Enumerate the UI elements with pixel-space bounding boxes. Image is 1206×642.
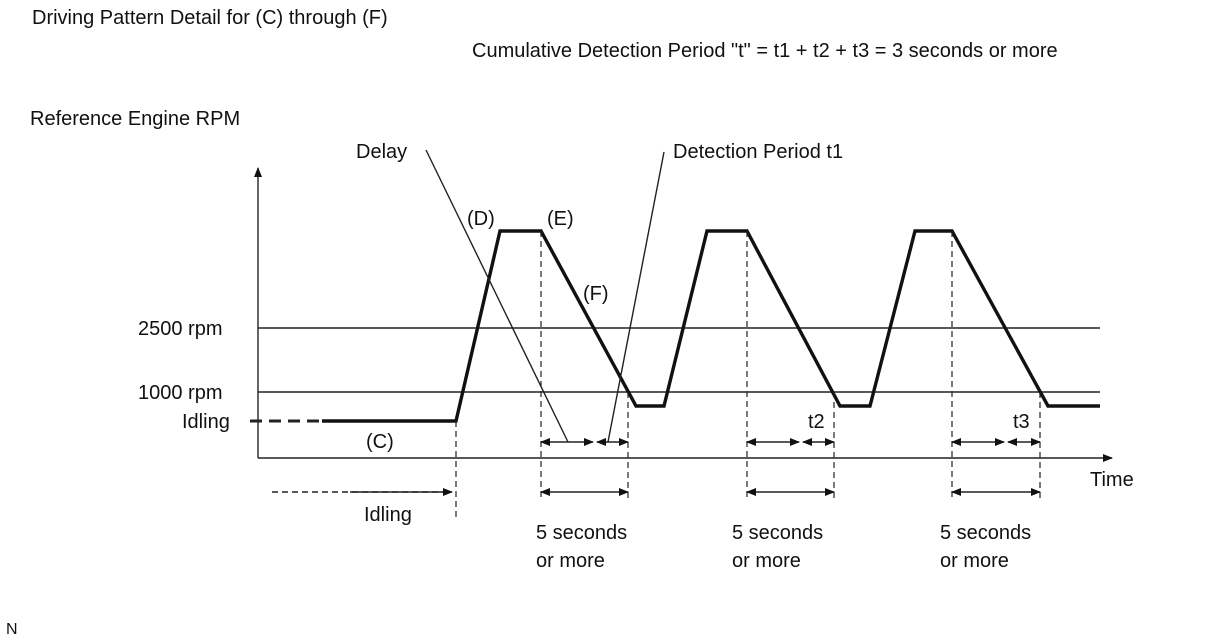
y-axis-label: Reference Engine RPM: [30, 108, 240, 130]
diagram-title: Driving Pattern Detail for (C) through (…: [32, 7, 388, 29]
duration-label-2-line1: 5 seconds: [732, 522, 823, 544]
phase-label-e: (E): [547, 208, 574, 230]
duration-label-3-line1: 5 seconds: [940, 522, 1031, 544]
callout-delay: Delay: [356, 141, 407, 163]
phase-label-d: (D): [467, 208, 495, 230]
phase-label-c: (C): [366, 431, 394, 453]
level-label-1000: 1000 rpm: [138, 382, 223, 404]
x-axis-label: Time: [1090, 469, 1134, 491]
period-label-t2: t2: [808, 411, 825, 433]
bottom-idling-label: Idling: [364, 504, 412, 526]
delay-leader-line: [425, 149, 569, 443]
period-label-t3: t3: [1013, 411, 1030, 433]
phase-label-f: (F): [583, 283, 609, 305]
duration-label-3-line2: or more: [940, 550, 1009, 572]
corner-mark: N: [6, 621, 18, 638]
vertical-dashed-markers: [455, 231, 1041, 520]
level-label-2500: 2500 rpm: [138, 318, 223, 340]
detection-leader-line: [607, 151, 665, 443]
level-label-idling: Idling: [182, 411, 230, 433]
callout-detection-period-t1: Detection Period t1: [673, 141, 843, 163]
duration-label-1-line2: or more: [536, 550, 605, 572]
duration-label-1-line1: 5 seconds: [536, 522, 627, 544]
cumulative-detection-note: Cumulative Detection Period "t" = t1 + t…: [472, 40, 1058, 62]
rpm-trace: [322, 229, 1100, 423]
duration-label-2-line2: or more: [732, 550, 801, 572]
